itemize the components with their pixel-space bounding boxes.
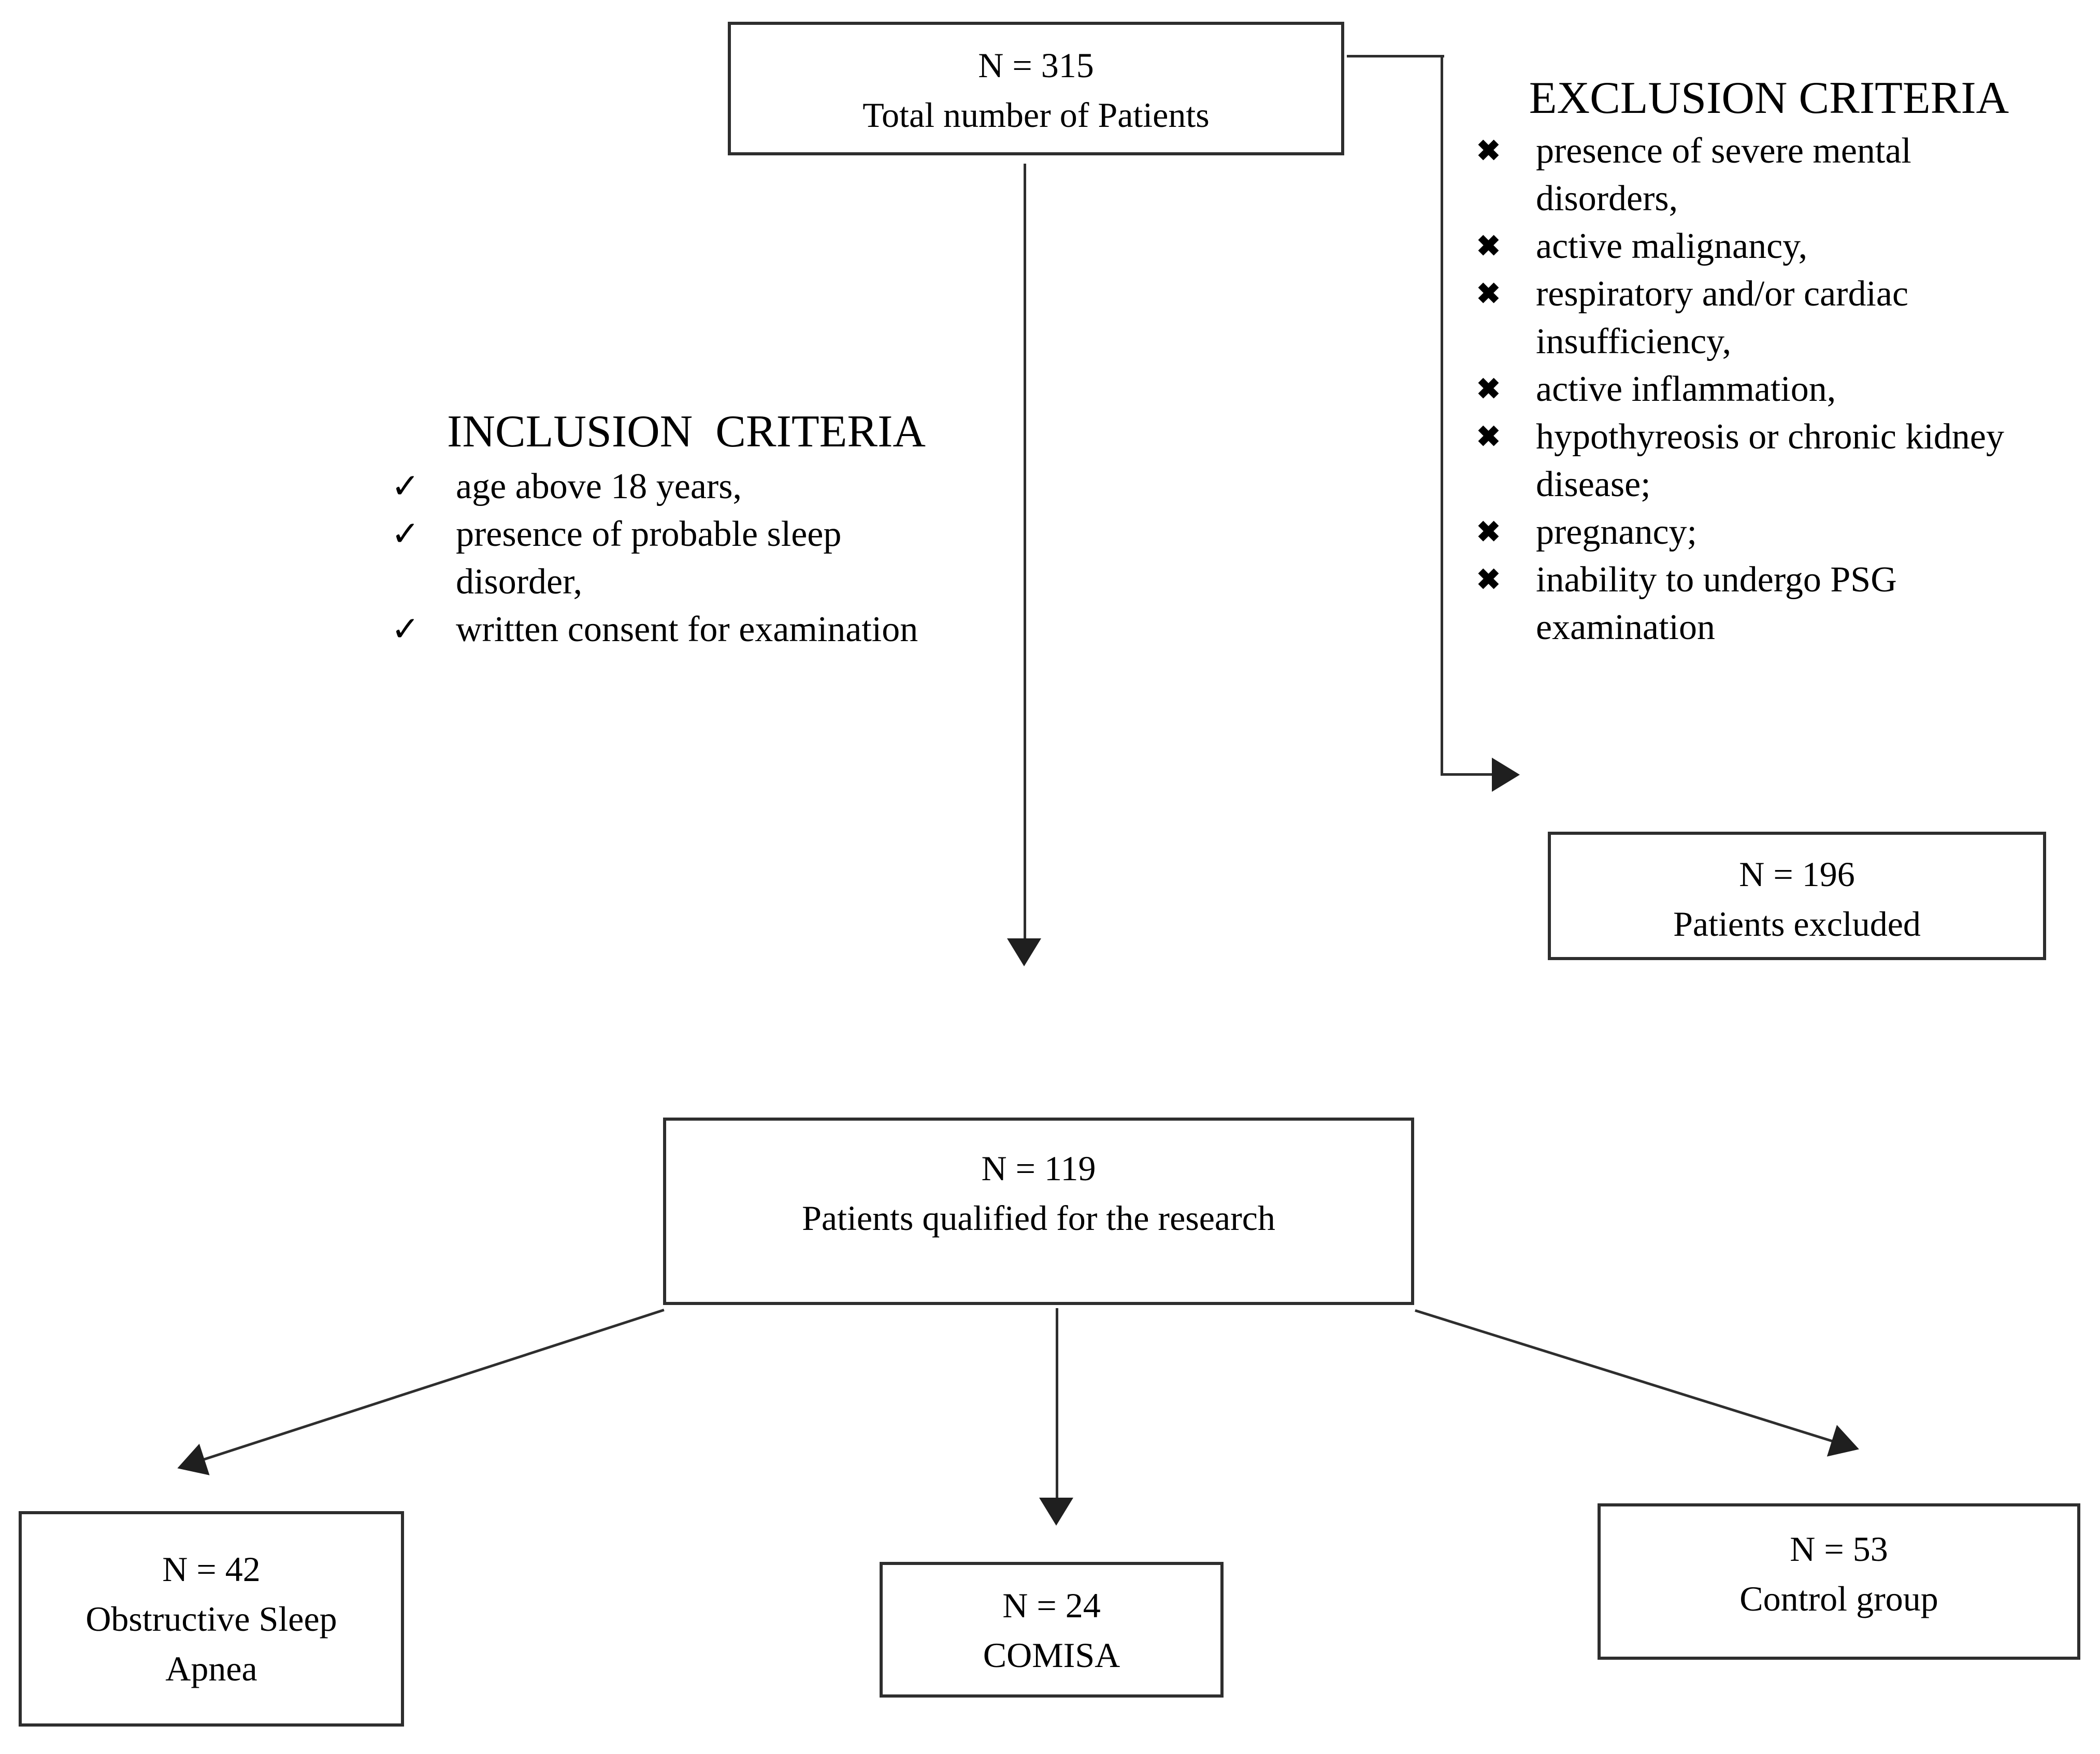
connector-qualified-to-comisa (1056, 1308, 1058, 1499)
qualified-label: Patients qualified for the research (802, 1198, 1275, 1238)
box-patients-excluded: N = 196 Patients excluded (1548, 832, 2046, 960)
osa-label: Obstructive Sleep Apnea (85, 1599, 337, 1688)
exclusion-item-text: pregnancy; (1536, 512, 1697, 552)
list-item: ✖ inability to undergo PSG examination (1445, 556, 2093, 651)
box-control-group: N = 53 Control group (1598, 1503, 2080, 1660)
arrowhead-to-comisa-icon (1039, 1498, 1073, 1526)
connector-excluded-horizontal-bottom (1441, 773, 1492, 776)
qualified-count: N = 119 (981, 1149, 1096, 1188)
connector-total-to-qualified (1024, 164, 1026, 939)
cross-bullet-icon: ✖ (1476, 421, 1501, 453)
exclusion-criteria-panel: EXCLUSION CRITERIA ✖ presence of severe … (1445, 76, 2093, 651)
control-count: N = 53 (1790, 1529, 1888, 1569)
excluded-count: N = 196 (1739, 854, 1855, 894)
exclusion-item-text: active inflammation, (1536, 369, 1836, 409)
list-item: ✖ active inflammation, (1445, 366, 2093, 413)
cross-bullet-icon: ✖ (1476, 230, 1501, 263)
cross-bullet-icon: ✖ (1476, 564, 1501, 596)
cross-bullet-icon: ✖ (1476, 135, 1501, 167)
exclusion-item-text: respiratory and/or cardiac insufficiency… (1536, 274, 1909, 361)
osa-count: N = 42 (162, 1549, 261, 1589)
arrowhead-to-qualified-icon (1007, 938, 1041, 966)
arrowhead-to-excluded-icon (1492, 758, 1520, 792)
comisa-count: N = 24 (1002, 1586, 1101, 1625)
list-item: ✖ presence of severe mental disorders, (1445, 127, 2093, 223)
check-bullet-icon: ✓ (391, 611, 420, 648)
inclusion-item-text: presence of probable sleep disorder, (456, 514, 842, 602)
connector-shaft (203, 1309, 665, 1461)
check-bullet-icon: ✓ (391, 515, 420, 553)
excluded-label: Patients excluded (1673, 904, 1921, 944)
exclusion-criteria-list: ✖ presence of severe mental disorders, ✖… (1445, 127, 2093, 651)
arrowhead-to-osa-icon (172, 1443, 210, 1484)
comisa-label: COMISA (983, 1635, 1120, 1675)
inclusion-item-text: written consent for examination (456, 610, 918, 649)
exclusion-item-text: hypothyreosis or chronic kidney disease; (1536, 417, 2004, 504)
cross-bullet-icon: ✖ (1476, 278, 1501, 310)
cross-bullet-icon: ✖ (1476, 373, 1501, 405)
total-patients-label: Total number of Patients (862, 95, 1210, 135)
box-total-patients: N = 315 Total number of Patients (728, 22, 1344, 155)
inclusion-criteria-list: ✓ age above 18 years, ✓ presence of prob… (342, 463, 1031, 654)
inclusion-item-text: age above 18 years, (456, 467, 742, 506)
list-item: ✓ written consent for examination (342, 606, 1031, 654)
list-item: ✖ respiratory and/or cardiac insufficien… (1445, 270, 2093, 366)
exclusion-item-text: active malignancy, (1536, 226, 1808, 266)
connector-excluded-horizontal-top (1347, 55, 1444, 57)
list-item: ✖ pregnancy; (1445, 509, 2093, 556)
arrowhead-to-control-icon (1826, 1425, 1864, 1466)
box-patients-qualified: N = 119 Patients qualified for the resea… (663, 1118, 1414, 1305)
connector-shaft (1415, 1309, 1833, 1443)
box-obstructive-sleep-apnea: N = 42 Obstructive Sleep Apnea (19, 1511, 404, 1727)
exclusion-item-text: presence of severe mental disorders, (1536, 131, 1911, 219)
total-patients-count: N = 315 (978, 46, 1094, 85)
box-comisa: N = 24 COMISA (880, 1562, 1224, 1698)
list-item: ✖ hypothyreosis or chronic kidney diseas… (1445, 413, 2093, 509)
inclusion-criteria-panel: INCLUSION CRITERIA ✓ age above 18 years,… (342, 409, 1031, 654)
cross-bullet-icon: ✖ (1476, 516, 1501, 548)
exclusion-item-text: inability to undergo PSG examination (1536, 560, 1897, 647)
list-item: ✖ active malignancy, (1445, 223, 2093, 270)
check-bullet-icon: ✓ (391, 468, 420, 505)
list-item: ✓ presence of probable sleep disorder, (342, 511, 1031, 606)
inclusion-criteria-title: INCLUSION CRITERIA (447, 407, 926, 457)
connector-excluded-vertical (1441, 55, 1443, 776)
exclusion-criteria-title: EXCLUSION CRITERIA (1529, 73, 2009, 123)
list-item: ✓ age above 18 years, (342, 463, 1031, 511)
control-label: Control group (1739, 1579, 1938, 1618)
